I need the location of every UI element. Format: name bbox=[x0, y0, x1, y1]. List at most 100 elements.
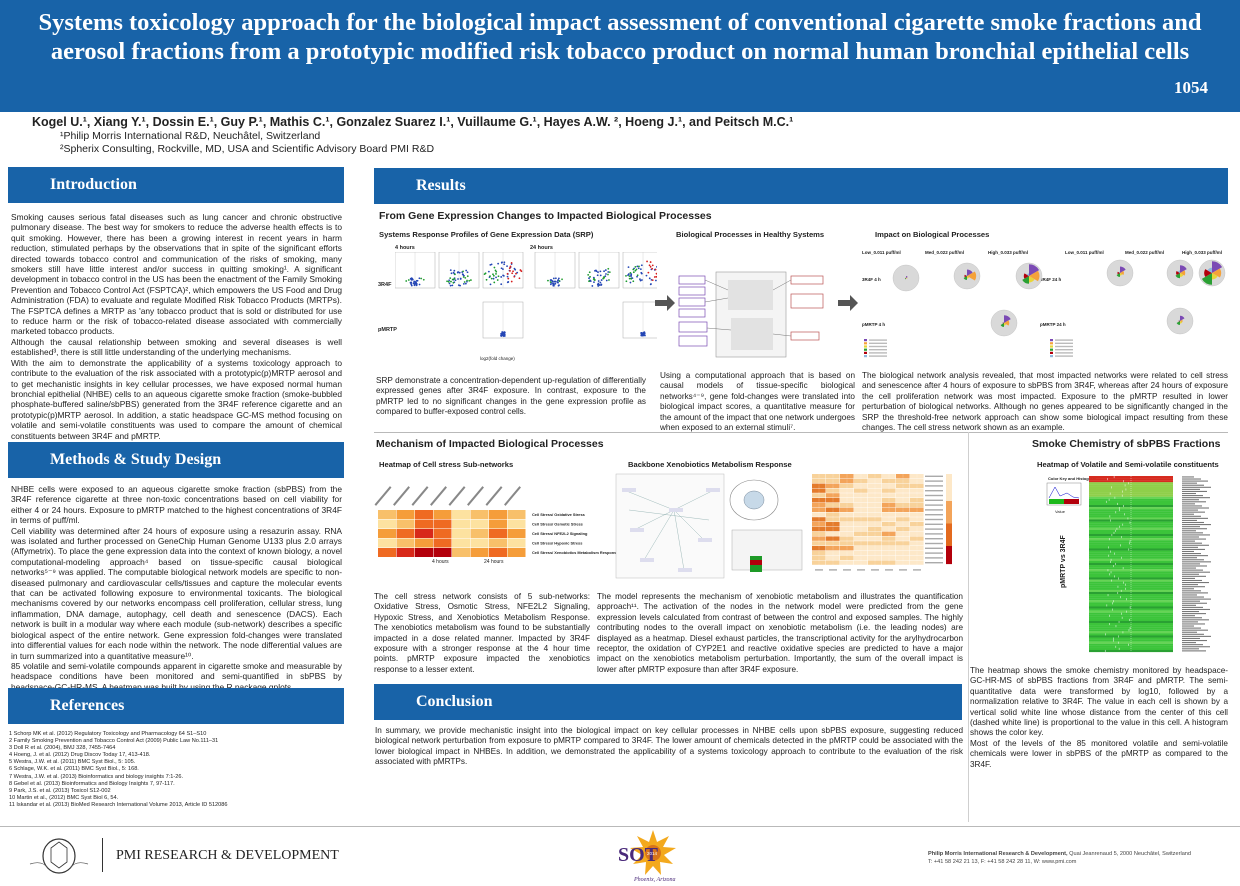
pie-slice bbox=[1178, 320, 1180, 322]
heatmap-column-label bbox=[448, 486, 466, 506]
xeno-caption: The model represents the mechanism of xe… bbox=[597, 592, 963, 674]
mechanism-subtitle: Mechanism of Impacted Biological Process… bbox=[376, 438, 604, 450]
heatmap-cell bbox=[396, 529, 415, 538]
volcano-point bbox=[639, 278, 641, 281]
constituent-label bbox=[1182, 644, 1203, 646]
constituent-label bbox=[1182, 584, 1198, 586]
srp-4h-label: 4 hours bbox=[395, 245, 415, 251]
heatmap-cell bbox=[910, 493, 924, 498]
heatmap-cell bbox=[896, 522, 910, 527]
constituent-label bbox=[1182, 569, 1203, 571]
constituent-label bbox=[1182, 646, 1210, 648]
volcano-point bbox=[591, 285, 594, 287]
volcano-point bbox=[515, 272, 517, 275]
heatmap-cell bbox=[826, 555, 840, 560]
heatmap-cell bbox=[378, 548, 396, 557]
pie-slice bbox=[1180, 315, 1185, 321]
constituent-label bbox=[1182, 639, 1207, 642]
volcano-point bbox=[593, 281, 595, 284]
volcano-point bbox=[451, 278, 454, 281]
constituent-label bbox=[1182, 573, 1199, 575]
legend-swatch bbox=[1050, 355, 1053, 358]
constituent-label bbox=[1182, 519, 1197, 521]
introduction-heading: Introduction bbox=[8, 167, 344, 203]
volcano-point bbox=[605, 273, 607, 275]
row-label bbox=[925, 480, 943, 482]
colorbar-segment bbox=[946, 550, 952, 556]
heatmap-row-label: Cell Stress/ Osmotic Stress bbox=[532, 522, 583, 527]
heatmap-cell bbox=[396, 519, 415, 529]
volcano-point bbox=[513, 275, 516, 278]
heatmap-cell bbox=[896, 478, 910, 484]
heatmap-cell bbox=[868, 512, 882, 517]
title-banner: Systems toxicology approach for the biol… bbox=[0, 0, 1240, 112]
heatmap-cell bbox=[896, 483, 910, 488]
chemistry-heatmap-title: Heatmap of Volatile and Semi-volatile co… bbox=[1037, 460, 1219, 469]
volcano-point bbox=[501, 333, 504, 336]
heatmap-cell bbox=[868, 478, 882, 484]
constituent-label bbox=[1182, 517, 1208, 519]
volcano-point bbox=[635, 268, 638, 271]
pie-slice bbox=[1004, 323, 1007, 326]
impact-row-pmrtp-4h: pMRTP 4 h bbox=[862, 322, 886, 327]
heatmap-cell bbox=[882, 536, 896, 541]
heatmap-cell bbox=[433, 548, 452, 557]
row-label bbox=[925, 552, 943, 554]
column-label bbox=[829, 569, 837, 571]
heatmap-cell bbox=[507, 519, 526, 529]
volcano-point bbox=[489, 275, 491, 278]
chemistry-caption-p1: The heatmap shows the smoke chemistry mo… bbox=[970, 666, 1228, 738]
affiliation-2: ²Spherix Consulting, Rockville, MD, USA … bbox=[60, 143, 435, 155]
constituent-label bbox=[1182, 604, 1196, 606]
colorbar-segment bbox=[946, 478, 952, 484]
heatmap-cell bbox=[882, 502, 896, 508]
chem-cell bbox=[1089, 488, 1173, 491]
volcano-point bbox=[464, 276, 467, 279]
heatmap-cell bbox=[882, 474, 896, 479]
pie-slice bbox=[965, 274, 967, 276]
constituent-label bbox=[1182, 511, 1205, 513]
heatmap-cell bbox=[896, 546, 910, 551]
volcano-point bbox=[452, 271, 455, 274]
chemistry-subtitle: Smoke Chemistry of sbPBS Fractions bbox=[1032, 438, 1221, 450]
pie-slice bbox=[1176, 321, 1180, 325]
heatmap-cell bbox=[840, 555, 854, 560]
heatmap-cell bbox=[896, 550, 910, 556]
srp-caption: SRP demonstrate a concentration-dependen… bbox=[376, 376, 646, 417]
pmi-crest-logo bbox=[29, 838, 89, 874]
chem-cell bbox=[1089, 558, 1173, 561]
chem-cell bbox=[1089, 486, 1173, 489]
heatmap-cell bbox=[882, 555, 896, 560]
chem-cell bbox=[1089, 500, 1173, 504]
volcano-point bbox=[420, 277, 423, 280]
row-label bbox=[925, 514, 943, 516]
volcano-point bbox=[410, 283, 413, 286]
heatmap-cell bbox=[470, 510, 489, 519]
heatmap-column-label bbox=[411, 486, 429, 506]
volcano-point bbox=[464, 282, 467, 285]
heatmap-cell bbox=[868, 517, 882, 522]
volcano-point bbox=[449, 277, 452, 280]
volcano-point bbox=[462, 282, 465, 285]
row-label bbox=[925, 523, 943, 525]
volcano-point bbox=[628, 277, 631, 280]
colorbar-segment bbox=[946, 519, 952, 524]
volcano-point bbox=[509, 270, 511, 272]
volcano-point bbox=[446, 280, 448, 283]
legend-label bbox=[869, 339, 887, 341]
chem-cell bbox=[1089, 546, 1173, 549]
pie-slice bbox=[1000, 323, 1004, 327]
constituent-label bbox=[1182, 526, 1200, 528]
heatmap-cell bbox=[882, 507, 896, 512]
volcano-point bbox=[637, 267, 640, 270]
legend-label bbox=[869, 349, 887, 351]
colorbar-segment bbox=[946, 496, 952, 502]
constituent-label bbox=[1182, 507, 1209, 509]
constituent-label bbox=[1182, 648, 1199, 650]
impact-title: Impact on Biological Processes bbox=[875, 230, 990, 239]
pie-slice bbox=[1177, 270, 1180, 273]
legend-swatch bbox=[864, 355, 867, 358]
heatmap-cell bbox=[812, 512, 826, 517]
constituent-label bbox=[1182, 629, 1208, 631]
methods-text: NHBE cells were exposed to an aqueous ci… bbox=[11, 484, 342, 692]
